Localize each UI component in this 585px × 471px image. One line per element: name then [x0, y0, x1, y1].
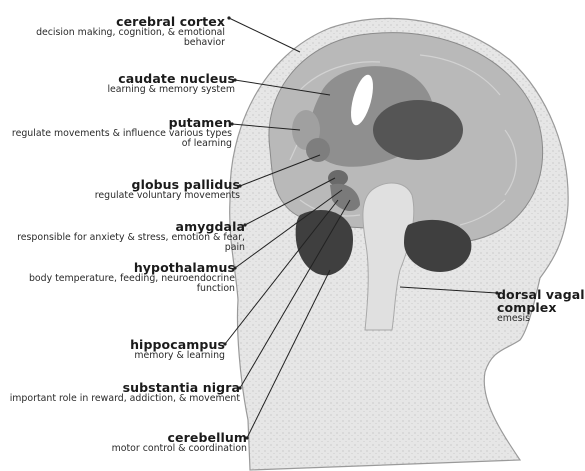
- label-description: memory & learning: [0, 351, 225, 361]
- amygdala-shape: [328, 170, 348, 186]
- leader-dot: [227, 16, 230, 19]
- label-description: learning & memory system: [0, 85, 235, 95]
- label-description: decision making, cognition, & emotional …: [0, 28, 225, 48]
- label-description: regulate movements & influence various t…: [0, 129, 232, 149]
- label-description: important role in reward, addiction, & m…: [0, 394, 240, 404]
- label-title: dorsal vagal complex: [497, 288, 585, 314]
- thalamus-shape: [373, 100, 463, 160]
- label-description: motor control & coordination: [0, 444, 247, 454]
- globus-pallidus-shape: [306, 138, 330, 162]
- label-description: regulate voluntary movements: [0, 191, 240, 201]
- leader-line: [229, 18, 300, 52]
- label-description: emesis: [497, 314, 585, 324]
- label-description: responsible for anxiety & stress, emotio…: [0, 233, 245, 253]
- label-description: body temperature, feeding, neuroendocrin…: [0, 274, 235, 294]
